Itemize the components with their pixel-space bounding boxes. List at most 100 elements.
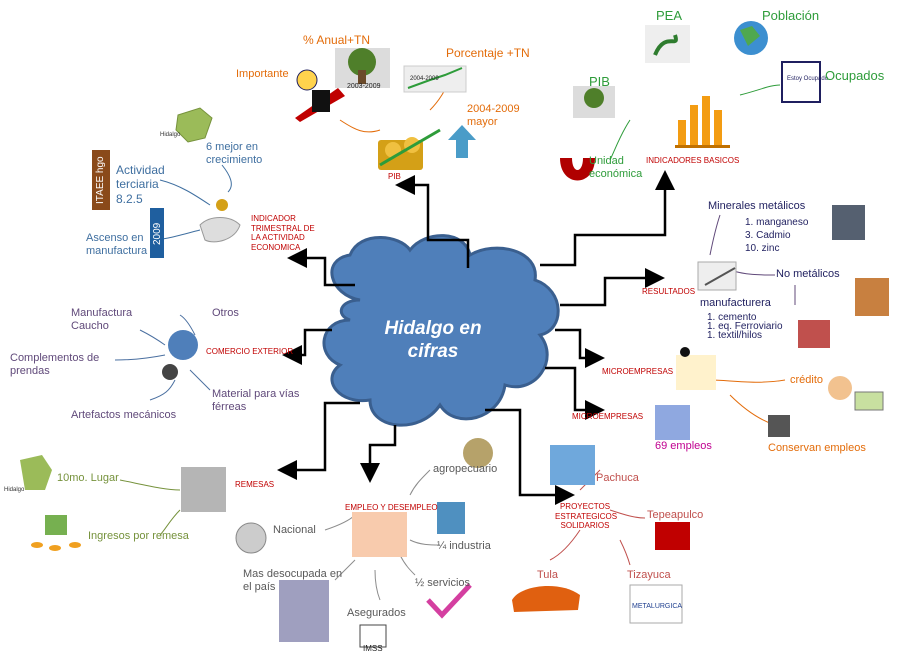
workers-small-icon: [768, 415, 790, 437]
micro2-item-empleos: 69 empleos: [655, 440, 712, 452]
comercio-item-prendas: Complementos de prendas: [10, 352, 100, 378]
comercio-item-caucho: Manufactura Caucho: [71, 307, 133, 333]
connector-indicador: [287, 248, 355, 287]
hidalgo-map-icon: [175, 107, 213, 143]
basicos-item-pea: PEA: [656, 8, 683, 23]
connector-empleo: [360, 425, 397, 483]
arrow-up-icon: [448, 125, 476, 158]
center-title-line1: Hidalgo en: [384, 318, 482, 339]
empleo-item-desocupada: Mas desocupada en el país: [243, 568, 343, 594]
pib-item-porcentaje: Porcentaje +TN: [446, 46, 530, 60]
estoy-ocupado-text: Estoy Ocupado: [787, 76, 829, 82]
pib-item-anual: % Anual+TN: [303, 33, 371, 47]
resultados-item-minerales: Minerales metálicos: [708, 200, 806, 212]
resultados-item-textil: 1. textil/hilos: [707, 330, 763, 341]
cattle-icon: [463, 438, 493, 468]
connector-pib: [395, 175, 470, 268]
itaee-label: ITAEE hgo: [95, 156, 106, 205]
comercio-item-otros: Otros: [212, 307, 239, 319]
growth-chart-icon: [403, 65, 467, 93]
imss-logo-icon: IMSS: [359, 624, 387, 653]
imss-text: IMSS: [363, 644, 383, 653]
connector-resultados: [560, 268, 665, 307]
bar-chart-icon: [675, 96, 730, 148]
resultados-item-cemento: 1. cemento: [707, 312, 757, 323]
hand-coin-icon: [199, 199, 241, 243]
occupied-sign-icon: Estoy Ocupado: [781, 61, 829, 103]
globe-traders-icon: [162, 330, 198, 380]
metalurgica-logo: METALURGICA: [629, 584, 683, 624]
connector-proyectos: [485, 408, 575, 505]
branch-label-empleo[interactable]: EMPLEO Y DESEMPLEO: [345, 503, 438, 512]
globe-people-icon: [734, 21, 768, 55]
pen-paper-icon: [697, 261, 737, 291]
hidalgo-map-label-2: Hidalgo: [4, 487, 25, 493]
branch-label-indicador[interactable]: INDICADOR TRIMESTRAL DE LA ACTIVIDAD ECO…: [251, 214, 315, 252]
branch-label-comercio[interactable]: COMERCIO EXTERIOR: [206, 347, 294, 356]
center-title-line2: cifras: [407, 340, 459, 362]
proyectos-item-pachuca: Pachuca: [596, 472, 639, 484]
branch-label-micro2[interactable]: MICROEMPRESAS: [572, 412, 644, 421]
resultados-item-manufacturera: manufacturera: [700, 297, 771, 309]
hidalgo-map-label: Hidalgo: [160, 132, 181, 138]
branch-label-remesas[interactable]: REMESAS: [235, 480, 275, 489]
ore-rock-icon: [832, 205, 865, 240]
comercio-item-artefactos: Artefactos mecánicos: [71, 409, 177, 421]
branch-label-proyectos[interactable]: PROYECTOS ESTRATEGICOS SOLIDARIOS: [555, 502, 618, 531]
comercio-item-ferreas: Material para vías férreas: [212, 388, 300, 414]
cement-bags-icon: [798, 320, 830, 348]
mineral-rock-icon: [855, 278, 889, 316]
connector-micro2: [545, 366, 605, 420]
snake-icon: [645, 25, 690, 63]
proyectos-item-tizayuca: Tizayuca: [627, 569, 671, 581]
indicador-item-terciaria: Actividad terciaria 8.2.5: [116, 163, 165, 206]
resultados-item-zinc: 10. zinc: [745, 243, 780, 254]
proyectos-item-tula: Tula: [537, 569, 558, 581]
pib-item-importante: Importante: [236, 68, 289, 80]
money-hand-icon: [181, 467, 226, 512]
car-icon: [512, 585, 580, 612]
connector-remesas: [277, 401, 360, 480]
year-badge: [150, 208, 164, 258]
empleo-item-industria: ¼ industria: [437, 540, 491, 552]
connector-ind-basicos: [540, 170, 675, 267]
metalurgica-text: METALURGICA: [632, 603, 682, 610]
basicos-item-pib: PIB: [589, 74, 610, 89]
pictures: Estoy Ocupado: [20, 21, 889, 653]
hidalgo-map-icon-2: [20, 455, 52, 490]
branch-label-resultados[interactable]: RESULTADOS: [642, 287, 696, 296]
pib-item-2003: 2003-2009: [347, 83, 381, 90]
book-cover-icon: [279, 580, 329, 642]
basicos-item-poblacion: Población: [762, 8, 820, 23]
office-people-icon: [655, 405, 690, 440]
remesas-item-lugar: 10mo. Lugar: [57, 472, 119, 484]
branch-label-pib[interactable]: PIB: [388, 172, 401, 181]
checkmark-icon: [426, 583, 472, 619]
indicador-item-mejor: 6 mejor en crecimiento: [206, 141, 263, 167]
coins-chart-icon: [378, 128, 441, 170]
magnet-icon: [560, 158, 595, 181]
empleo-item-agropecuario: agropecuario: [433, 463, 498, 475]
resultados-item-nometalicos: No metálicos: [776, 268, 840, 280]
person-bulb-icon: [295, 69, 345, 122]
year-label: 2009: [152, 222, 163, 246]
central-cloud: [322, 234, 560, 427]
remesas-item-ingresos: Ingresos por remesa: [88, 530, 189, 542]
mexico-seal-icon: [235, 522, 267, 554]
money-tree-icon-2: [573, 86, 615, 118]
branch-label-micro1[interactable]: MICROEMPRESAS: [602, 367, 674, 376]
people-money-icon: [31, 515, 81, 551]
money-tree-icon: [335, 48, 390, 88]
basicos-item-unidad: Unidad económica: [589, 155, 643, 181]
fire-truck-icon: [655, 522, 690, 550]
workers-icon: [676, 347, 716, 390]
resultados-item-ferroviario: 1. eq. Ferroviario: [707, 321, 783, 332]
empleo-item-asegurados: Asegurados: [347, 607, 406, 619]
branch-label-ind-basicos[interactable]: INDICADORES BASICOS: [646, 156, 740, 165]
proyectos-item-tepeapulco: Tepeapulco: [647, 509, 704, 521]
industry-icon: [437, 502, 465, 534]
empleo-item-servicios: ½ servicios: [415, 577, 471, 589]
micro1-item-credito: crédito: [790, 374, 824, 386]
basicos-item-ocupados: Ocupados: [825, 68, 885, 83]
